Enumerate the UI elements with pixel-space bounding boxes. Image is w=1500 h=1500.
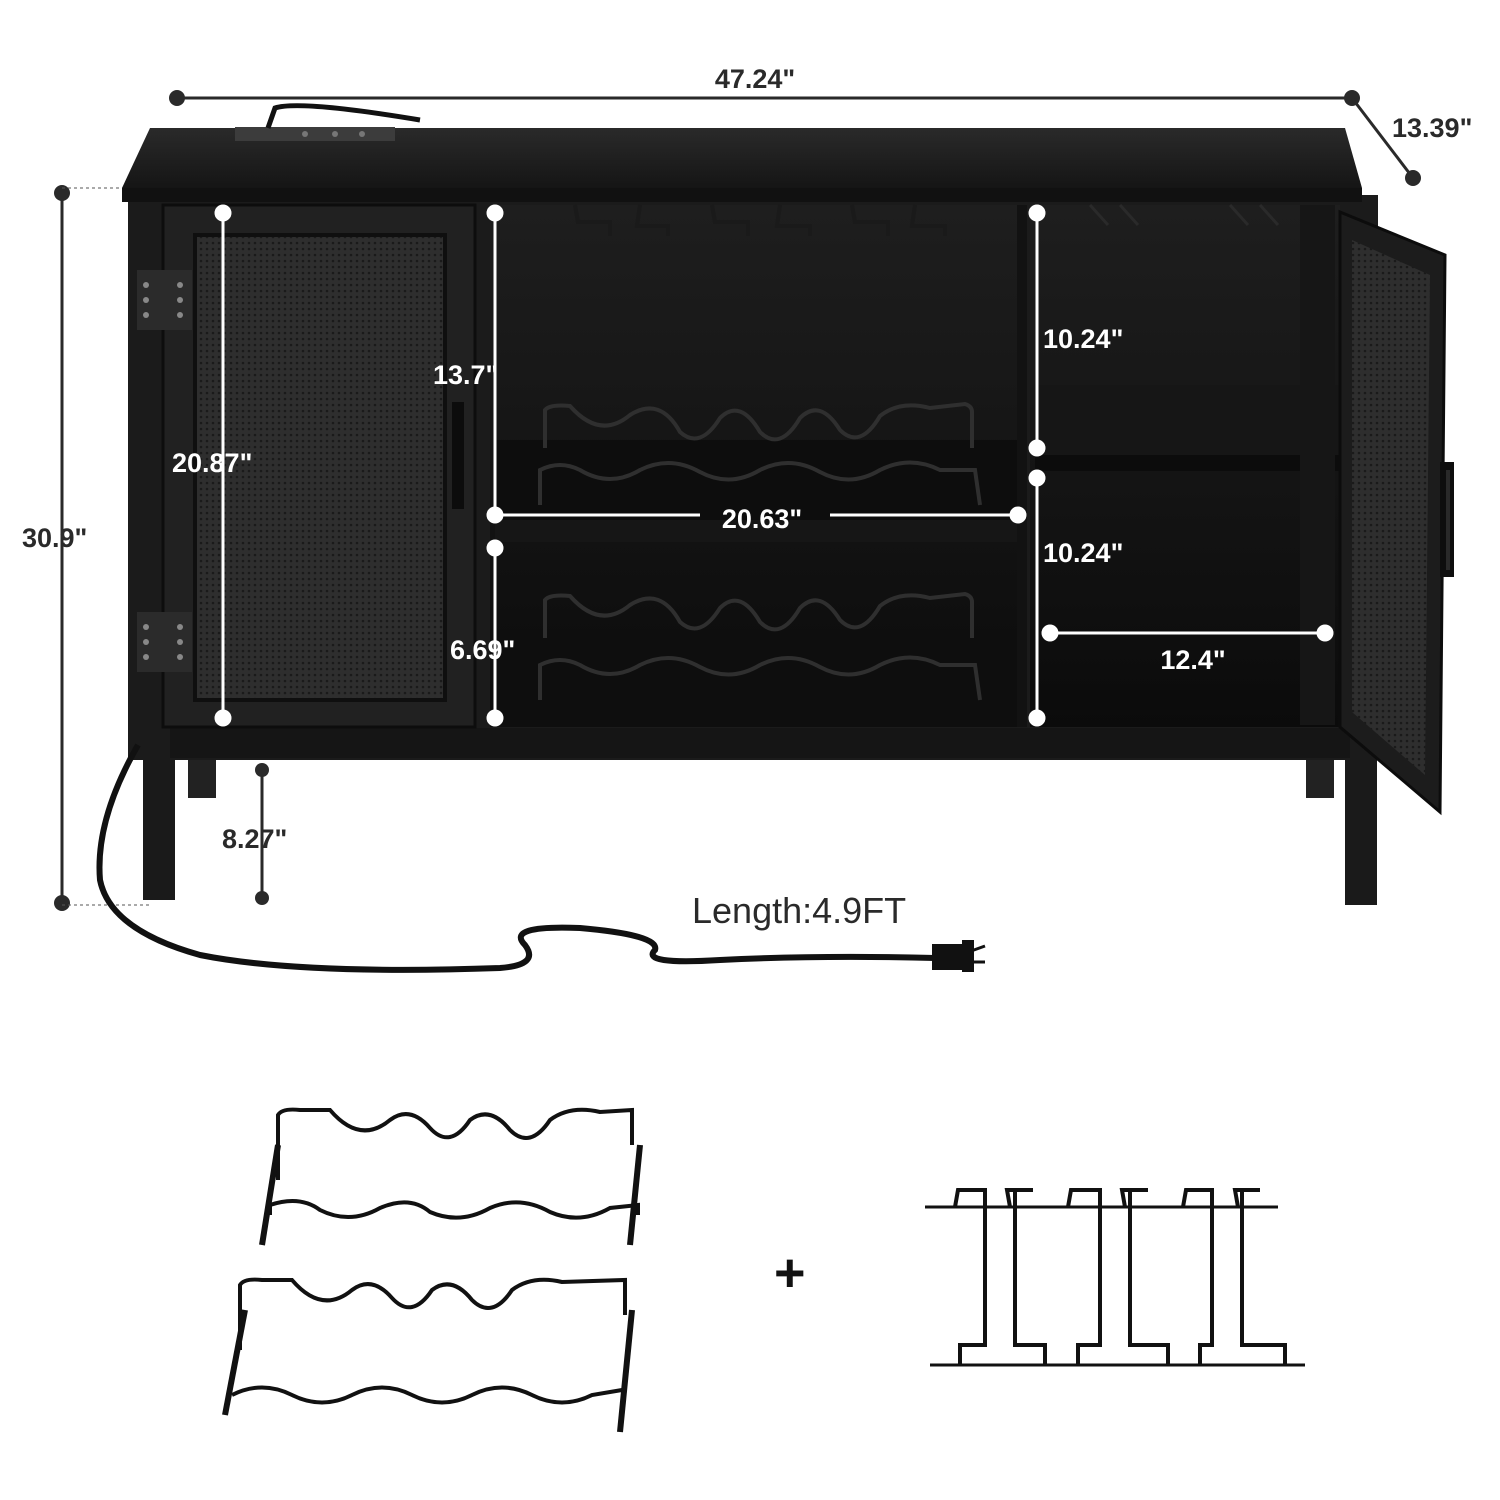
cord-length-label: Length:4.9FT [692,890,907,931]
depth-dimension-line [1350,97,1421,186]
plus-separator: + [774,1243,806,1303]
cabinet-legs [143,755,1377,905]
middle-open-section [490,204,1027,727]
wine-rack-accessory-bottom [222,1277,635,1433]
depth-label: 13.39" [1392,113,1473,143]
door-height-label: 20.87" [172,448,253,478]
wine-rack-accessory-top [259,1107,643,1246]
right-width-label: 12.4" [1160,645,1226,675]
right-upper-height-label: 10.24" [1043,324,1124,354]
shelf-width-label: 20.63" [721,504,803,534]
leg-height-dimension-line [255,763,269,905]
right-lower-height-label: 10.24" [1043,538,1124,568]
right-door-open [1338,209,1454,816]
right-section [1030,203,1340,727]
leg-height-label: 8.27" [222,824,288,854]
width-label: 47.24" [714,64,796,94]
height-label: 30.9" [22,523,88,553]
interior-dimension-markers [214,204,1334,727]
upper-shelf-height-label: 13.7" [433,360,499,390]
lower-shelf-height-label: 6.69" [450,635,516,665]
glass-holder-accessory [925,1188,1305,1367]
power-cord [96,743,986,973]
height-dimension-line [54,185,150,911]
left-door [137,203,477,729]
